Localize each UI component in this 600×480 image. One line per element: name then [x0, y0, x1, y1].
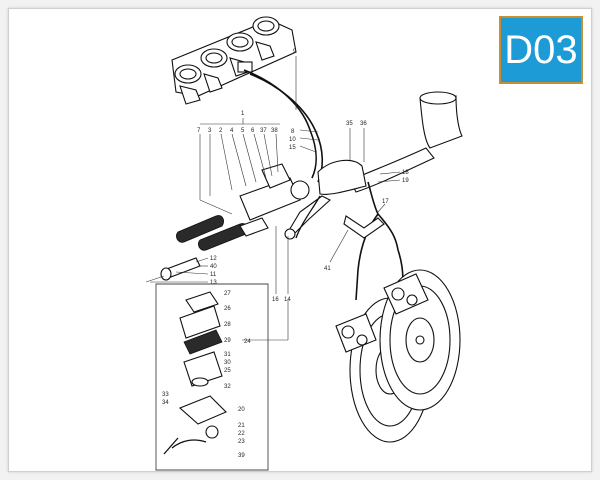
callout-7: 7	[197, 128, 201, 134]
throttle-body-assembly	[171, 16, 297, 105]
callout-20: 20	[238, 407, 245, 413]
callout-27: 27	[224, 291, 231, 297]
callout-6: 6	[251, 128, 255, 134]
callout-24: 24	[244, 339, 251, 345]
switch-housing-grip-assembly	[239, 159, 367, 240]
callout-26: 26	[224, 306, 231, 312]
callout-15: 15	[289, 145, 296, 151]
handlebar	[349, 91, 463, 193]
brake-lever	[295, 195, 321, 239]
callout-33: 33	[162, 392, 169, 398]
callout-19: 19	[402, 178, 409, 184]
callout-23: 23	[238, 439, 245, 445]
callout-29: 29	[224, 338, 231, 344]
diagram-frame	[8, 8, 592, 472]
callout-13: 13	[210, 280, 217, 286]
callout-22: 22	[238, 431, 245, 437]
callout-9: 9	[293, 49, 297, 55]
callout-2: 2	[219, 128, 223, 134]
section-code-badge: D03	[499, 16, 583, 84]
callout-18: 18	[402, 170, 409, 176]
callout-25: 25	[224, 368, 231, 374]
callout-3: 3	[208, 128, 212, 134]
callout-39: 39	[238, 453, 245, 459]
callout-28: 28	[224, 322, 231, 328]
callout-37: 37	[260, 128, 267, 134]
callout-17: 17	[382, 199, 389, 205]
callout-41: 41	[324, 266, 331, 272]
callout-4: 4	[230, 128, 234, 134]
grip-rubber-parts	[145, 215, 269, 283]
callout-10: 10	[289, 137, 296, 143]
callout-11: 11	[210, 272, 217, 278]
callout-21: 21	[238, 423, 245, 429]
callout-40: 40	[210, 264, 217, 270]
callout-14: 14	[284, 297, 291, 303]
callout-31: 31	[224, 352, 231, 358]
callout-12: 12	[210, 256, 217, 262]
callout-38: 38	[271, 128, 278, 134]
callout-35: 35	[346, 121, 353, 127]
callout-1: 1	[241, 111, 245, 117]
callout-30: 30	[224, 360, 231, 366]
hose-bracket	[343, 215, 385, 239]
brake-calipers	[335, 273, 429, 353]
callout-labels: 1 7 3 2 4 5 6 37 38 9 8 10 15 35 36 18 1…	[162, 49, 409, 459]
callout-5: 5	[241, 128, 245, 134]
callout-34: 34	[162, 400, 169, 406]
reservoir-detail-inset	[155, 283, 269, 471]
callout-16: 16	[272, 297, 279, 303]
callout-8: 8	[291, 129, 295, 135]
callout-leader-lines	[150, 56, 401, 341]
callout-32: 32	[224, 384, 231, 390]
callout-36: 36	[360, 121, 367, 127]
